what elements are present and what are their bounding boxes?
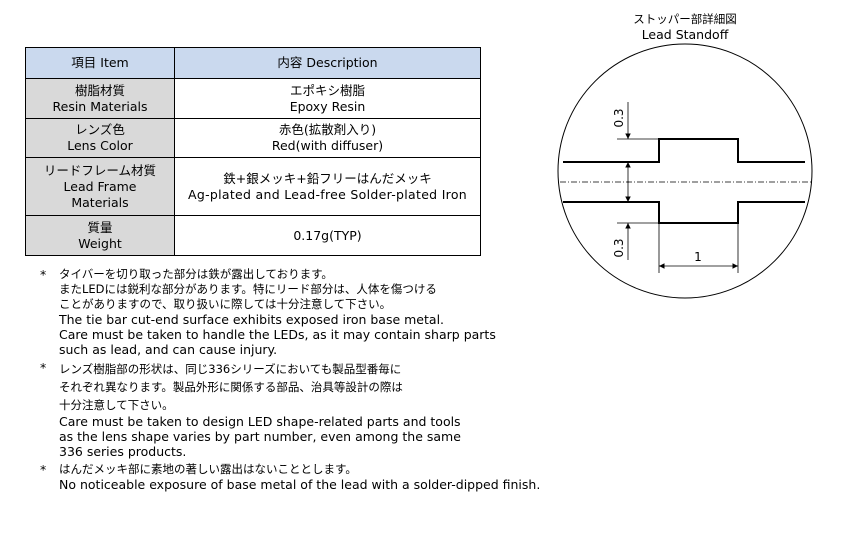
diagram-title-jp: ストッパー部詳細図 bbox=[633, 12, 737, 26]
table-header-row: 項目 Item 内容 Description bbox=[25, 47, 481, 79]
note-item: * はんだメッキ部に素地の著しい露出はないこととします。 No noticeab… bbox=[40, 462, 600, 492]
item-jp: 質量 bbox=[87, 219, 113, 235]
note-bullet: * bbox=[40, 462, 47, 477]
lead-outline-top bbox=[563, 138, 805, 163]
item-jp: リードフレーム材質 bbox=[43, 162, 157, 178]
description-jp: 鉄+銀メッキ+鉛フリーはんだメッキ bbox=[223, 170, 432, 186]
note-jp-line: はんだメッキ部に素地の著しい露出はないこととします。 bbox=[59, 462, 357, 476]
description-en: Epoxy Resin bbox=[289, 98, 366, 114]
note-bullet: * bbox=[40, 267, 47, 282]
item-jp: レンズ色 bbox=[75, 122, 125, 137]
note-en-line: No noticeable exposure of base metal of … bbox=[59, 477, 541, 492]
note-jp-line: それぞれ異なります。製品外形に関係する部品、治具等設計の際は bbox=[59, 380, 403, 394]
item-cell: 樹脂材質 Resin Materials bbox=[25, 78, 175, 119]
diagram-title: ストッパー部詳細図 Lead Standoff bbox=[600, 12, 770, 42]
detail-circle bbox=[557, 43, 813, 299]
description-jp: エポキシ樹脂 bbox=[289, 82, 365, 98]
dimension-label-bottom: 0.3 bbox=[612, 238, 626, 257]
header-description: 内容 Description bbox=[174, 47, 481, 79]
note-jp-line: またLEDには鋭利な部分があります。特にリード部分は、人体を傷つける bbox=[59, 282, 437, 296]
note-en-line: Care must be taken to handle the LEDs, a… bbox=[59, 327, 496, 342]
note-jp-line: 十分注意して下さい。 bbox=[59, 398, 174, 412]
note-jp-line: ことがありますので、取り扱いに際しては十分注意して下さい。 bbox=[59, 297, 392, 311]
spec-table: 項目 Item 内容 Description 樹脂材質 Resin Materi… bbox=[25, 47, 481, 256]
description-cell: 0.17g(TYP) bbox=[174, 215, 481, 256]
description-en: Red(with diffuser) bbox=[271, 138, 384, 153]
description-cell: 赤色(拡散剤入り) Red(with diffuser) bbox=[174, 118, 481, 158]
item-jp: 樹脂材質 bbox=[74, 82, 125, 98]
lead-standoff-diagram: 0.3 0.3 1 bbox=[557, 43, 813, 299]
note-en-line: as the lens shape varies by part number,… bbox=[59, 429, 461, 444]
description-cell: 鉄+銀メッキ+鉛フリーはんだメッキ Ag-plated and Lead-fre… bbox=[174, 157, 481, 216]
note-item: * タイバーを切り取った部分は鉄が露出しております。 またLEDには鋭利な部分が… bbox=[40, 267, 600, 357]
note-en-line: Care must be taken to design LED shape-r… bbox=[59, 414, 461, 429]
table-row-lens-color: レンズ色 Lens Color 赤色(拡散剤入り) Red(with diffu… bbox=[25, 118, 481, 158]
item-en: Lens Color bbox=[67, 138, 133, 153]
table-row-weight: 質量 Weight 0.17g(TYP) bbox=[25, 215, 481, 256]
note-jp-line: タイバーを切り取った部分は鉄が露出しております。 bbox=[59, 267, 333, 281]
table-row-lead-frame: リードフレーム材質 Lead Frame Materials 鉄+銀メッキ+鉛フ… bbox=[25, 157, 481, 216]
item-cell: レンズ色 Lens Color bbox=[25, 118, 175, 158]
lead-outline-bottom bbox=[563, 201, 805, 224]
dimension-label-top: 0.3 bbox=[612, 108, 626, 127]
item-en: Materials bbox=[71, 194, 129, 210]
note-jp-line: レンズ樹脂部の形状は、同じ336シリーズにおいても製品型番毎に bbox=[59, 362, 402, 376]
description-jp: 赤色(拡散剤入り) bbox=[278, 122, 377, 137]
header-item: 項目 Item bbox=[25, 47, 175, 79]
dimension-label-width: 1 bbox=[694, 250, 702, 264]
description-value: 0.17g(TYP) bbox=[293, 227, 362, 243]
note-bullet: * bbox=[40, 360, 47, 375]
notes: * タイバーを切り取った部分は鉄が露出しております。 またLEDには鋭利な部分が… bbox=[40, 267, 600, 495]
note-en-line: The tie bar cut-end surface exhibits exp… bbox=[59, 312, 445, 327]
item-cell: リードフレーム材質 Lead Frame Materials bbox=[25, 157, 175, 216]
item-en: Lead Frame bbox=[63, 178, 137, 194]
description-en: Ag-plated and Lead-free Solder-plated Ir… bbox=[187, 186, 468, 202]
table-row-resin: 樹脂材質 Resin Materials エポキシ樹脂 Epoxy Resin bbox=[25, 78, 481, 119]
note-en-line: 336 series products. bbox=[59, 444, 187, 459]
note-en-line: such as lead, and can cause injury. bbox=[59, 342, 278, 357]
item-cell: 質量 Weight bbox=[25, 215, 175, 256]
item-en: Weight bbox=[78, 235, 122, 251]
description-cell: エポキシ樹脂 Epoxy Resin bbox=[174, 78, 481, 119]
note-item: * レンズ樹脂部の形状は、同じ336シリーズにおいても製品型番毎に それぞれ異な… bbox=[40, 360, 600, 459]
diagram-title-en: Lead Standoff bbox=[641, 27, 729, 42]
item-en: Resin Materials bbox=[52, 98, 148, 114]
